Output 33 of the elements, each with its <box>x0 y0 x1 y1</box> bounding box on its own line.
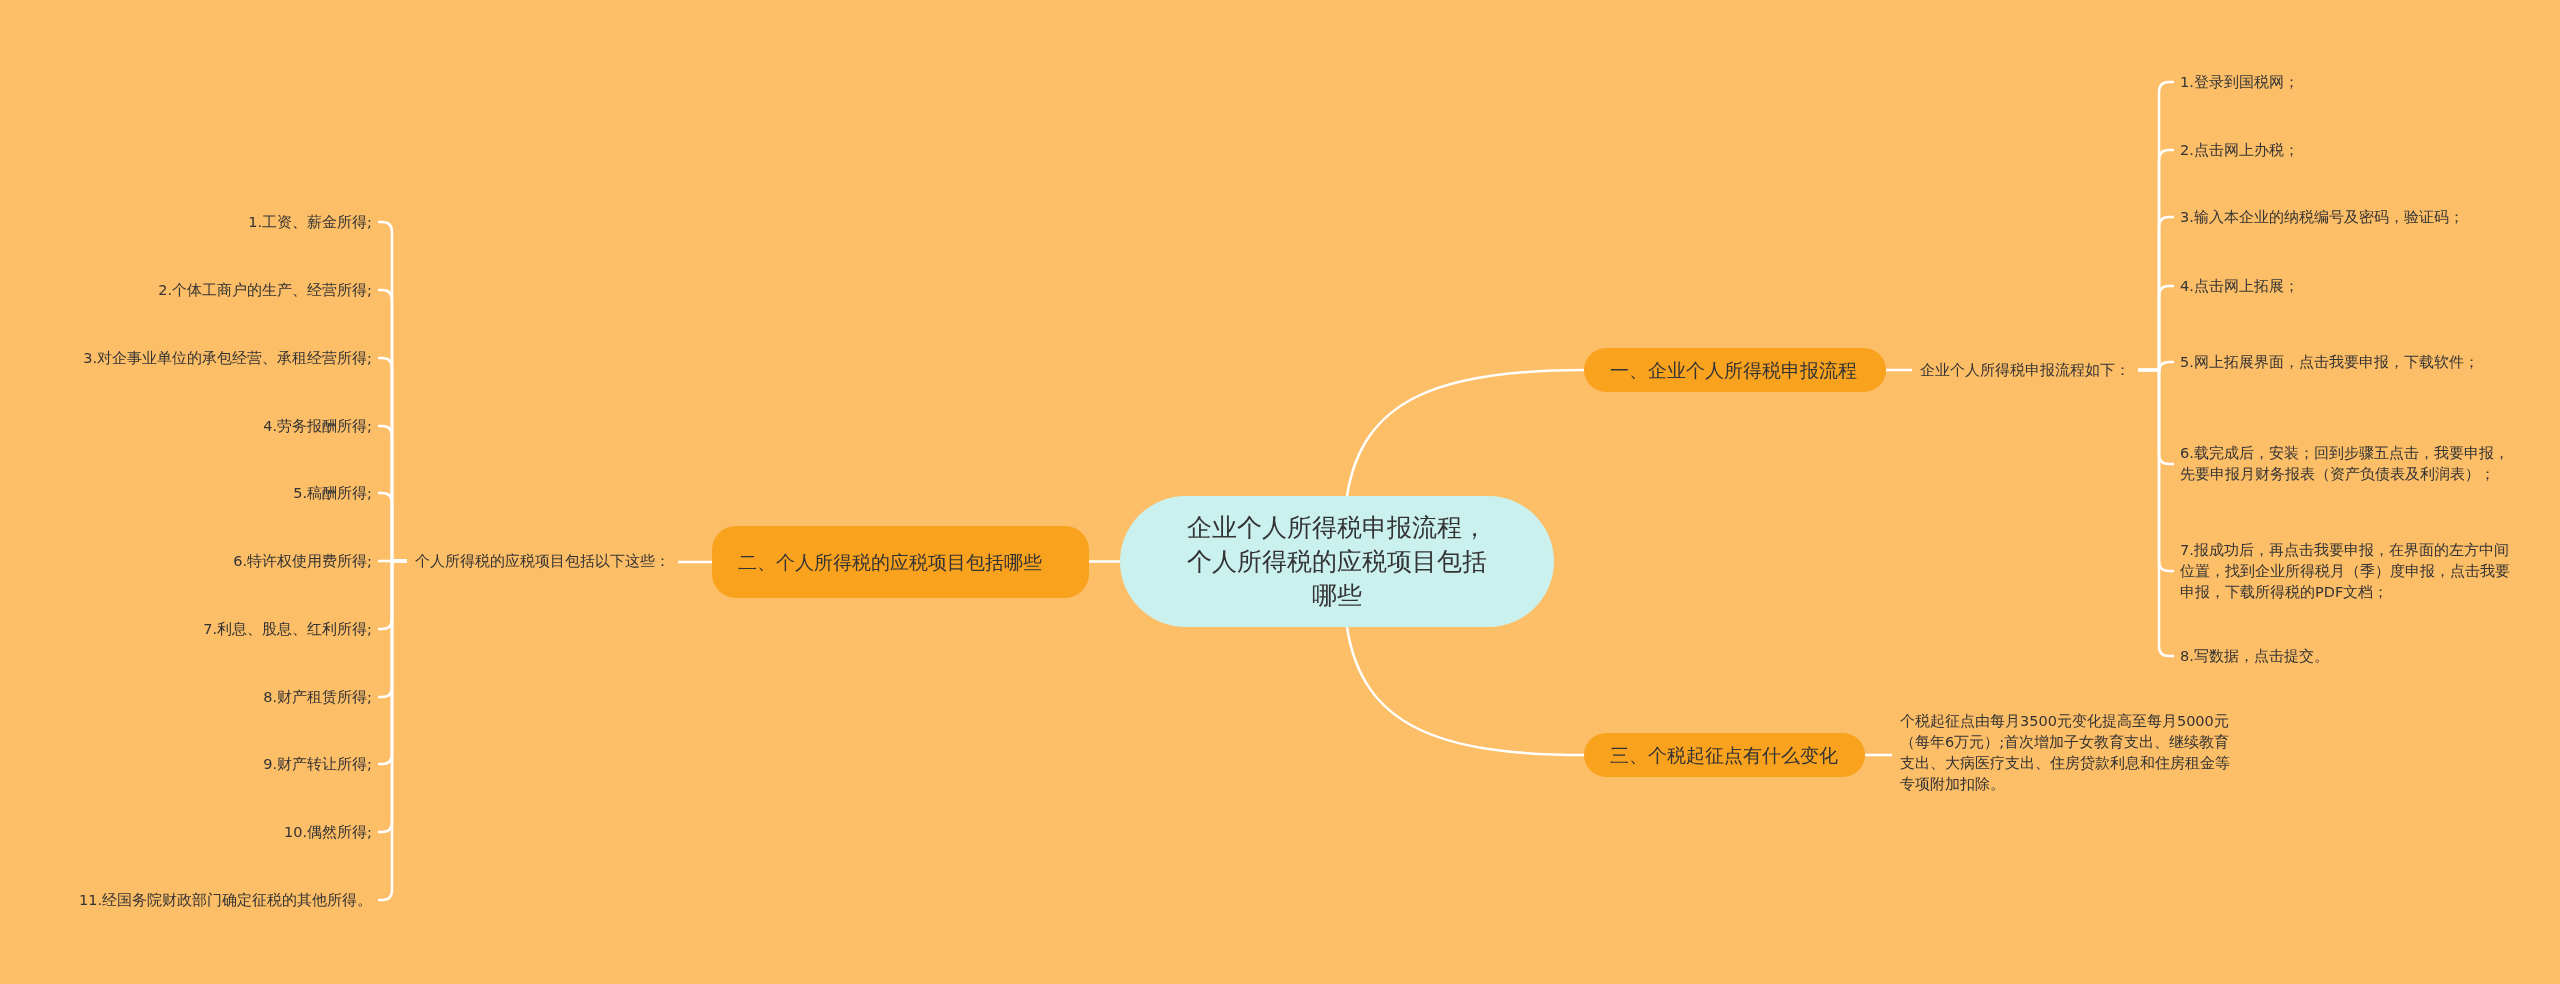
subtopic-text: 个人所得税的应税项目包括以下这些： <box>415 551 670 571</box>
leaf-text: 5.网上拓展界面，点击我要申报，下载软件； <box>2180 351 2510 373</box>
connector-line <box>678 560 712 564</box>
connector-line <box>1865 753 1892 757</box>
leaf-text: 4.劳务报酬所得; <box>12 415 372 437</box>
leaf-text: 8.写数据，点击提交。 <box>2180 645 2510 667</box>
leaf-text: 2.个体工商户的生产、经营所得; <box>12 279 372 301</box>
connector-line <box>1886 368 1912 372</box>
leaf-text: 11.经国务院财政部门确定征税的其他所得。 <box>12 889 372 911</box>
leaf-text: 7.报成功后，再点击我要申报，在界面的左方中间位置，找到企业所得税月（季）度申报，点击我要申报，下载所得税的PDF文档； <box>2180 539 2510 603</box>
topic-pill: 一、企业个人所得税申报流程 <box>1584 348 1886 392</box>
leaf-text: 9.财产转让所得; <box>12 753 372 775</box>
leaf-text: 5.稿酬所得; <box>12 482 372 504</box>
leaf-text: 3.输入本企业的纳税编号及密码，验证码； <box>2180 206 2510 228</box>
topic-pill: 二、个人所得税的应税项目包括哪些 <box>712 526 1089 598</box>
connector-line <box>1345 368 1585 497</box>
leaf-text: 8.财产租赁所得; <box>12 686 372 708</box>
central-topic: 企业个人所得税申报流程，个人所得税的应税项目包括哪些 <box>1120 496 1554 627</box>
leaf-text: 6.载完成后，安装；回到步骤五点击，我要申报，先要申报月财务报表（资产负债表及利润表）； <box>2180 443 2510 485</box>
leaf-text: 7.利息、股息、红利所得; <box>12 618 372 640</box>
topic-pill: 三、个税起征点有什么变化 <box>1584 733 1865 777</box>
leaf-text: 个税起征点由每月3500元变化提高至每月5000元（每年6万元）;首次增加子女教育支出、继续教育支出、大病医疗支出、住房贷款利息和住房租金等专项附加扣除。 <box>1900 711 2230 795</box>
leaf-text: 1.工资、薪金所得; <box>12 211 372 233</box>
connector-line <box>1089 560 1120 563</box>
connector-line <box>1345 626 1585 757</box>
subtopic-text: 企业个人所得税申报流程如下： <box>1920 360 2130 380</box>
leaf-text: 10.偶然所得; <box>12 821 372 843</box>
connector-line <box>378 559 407 902</box>
leaf-text: 1.登录到国税网； <box>2180 71 2510 93</box>
leaf-text: 3.对企事业单位的承包经营、承租经营所得; <box>12 347 372 369</box>
leaf-text: 4.点击网上拓展； <box>2180 275 2510 297</box>
leaf-text: 6.特许权使用费所得; <box>12 550 372 572</box>
leaf-text: 2.点击网上办税； <box>2180 139 2510 161</box>
